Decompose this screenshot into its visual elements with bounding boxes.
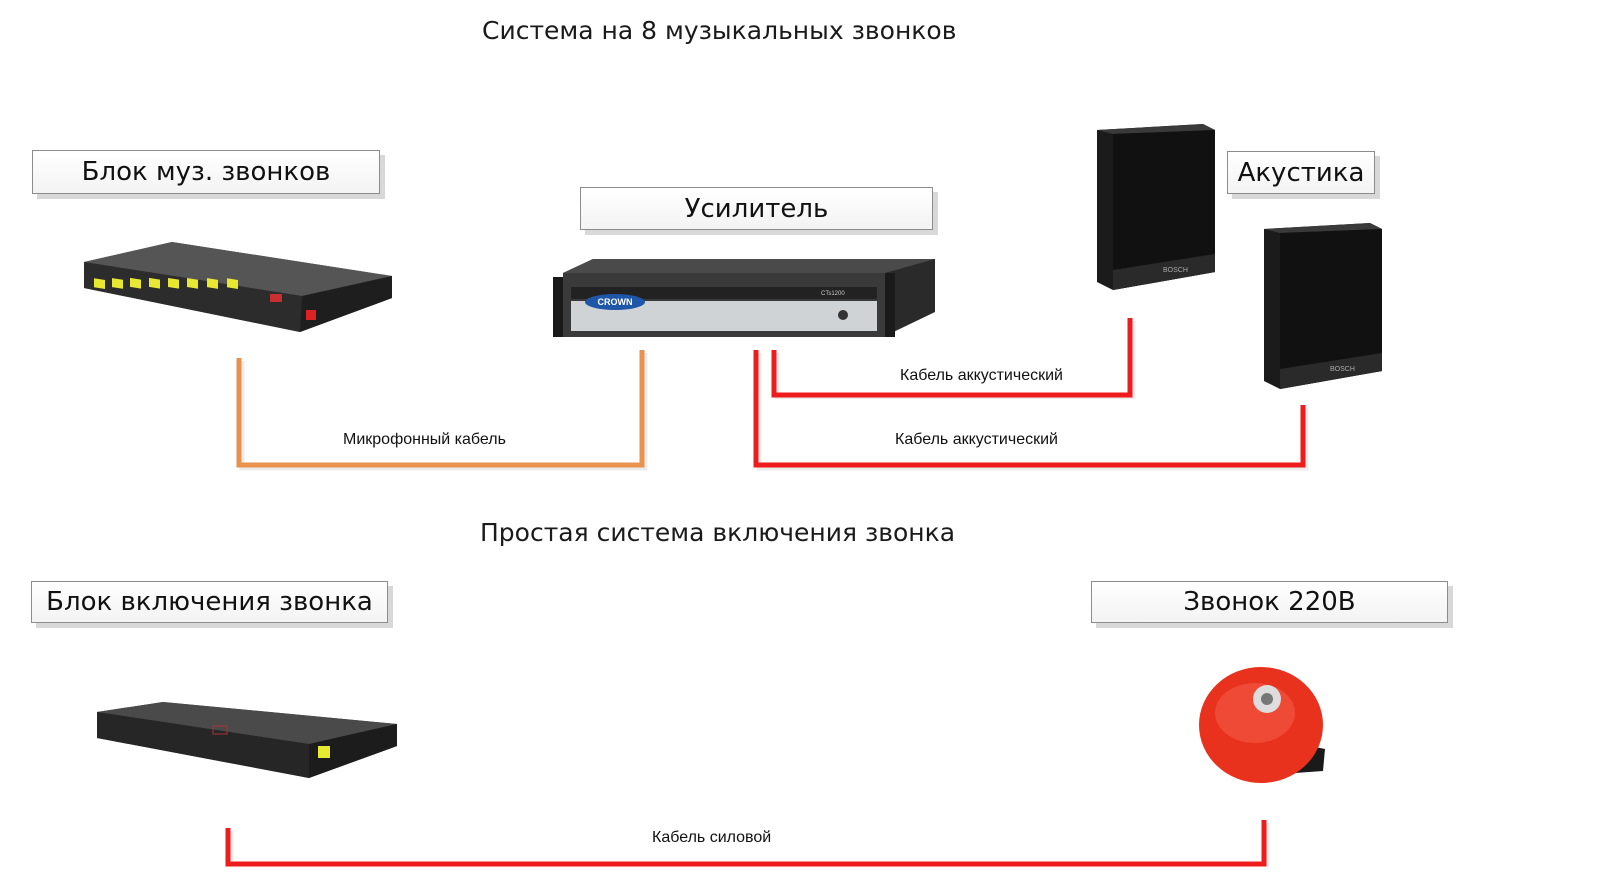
music-chime-unit [84, 242, 392, 332]
power-cable-line [225, 820, 1267, 867]
label-bell: Звонок 220В [1091, 581, 1448, 623]
speaker-2: BOSCH [1264, 223, 1382, 389]
mic-cable-line [236, 350, 645, 468]
chime-buttons [94, 277, 238, 290]
bell-switch-unit [97, 702, 397, 778]
label-amplifier: Усилитель [580, 187, 933, 230]
label-bell-switch: Блок включения звонка [31, 581, 388, 623]
amp-model-text: CTs1200 [821, 291, 845, 297]
speaker-cable-line-2 [753, 350, 1306, 468]
label-acoustics: Акустика [1227, 151, 1375, 194]
title-music-system: Система на 8 музыкальных звонков [482, 16, 957, 45]
speaker-1-brand: BOSCH [1163, 267, 1188, 274]
label-music-block: Блок муз. звонков [32, 150, 380, 194]
amplifier-unit: CROWN CTs1200 [553, 259, 935, 337]
mic-cable-label: Микрофонный кабель [343, 431, 506, 448]
electric-bell [1199, 667, 1325, 783]
speaker-2-brand: BOSCH [1330, 366, 1355, 373]
speaker-cable-label-1: Кабель аккустический [900, 367, 1063, 384]
amp-brand-text: CROWN [598, 297, 633, 307]
title-simple-system: Простая система включения звонка [480, 518, 956, 547]
speaker-cable-line-1 [771, 318, 1133, 398]
power-cable-label: Кабель силовой [652, 829, 772, 846]
speaker-cable-label-2: Кабель аккустический [895, 431, 1058, 448]
speaker-1: BOSCH [1097, 124, 1215, 290]
